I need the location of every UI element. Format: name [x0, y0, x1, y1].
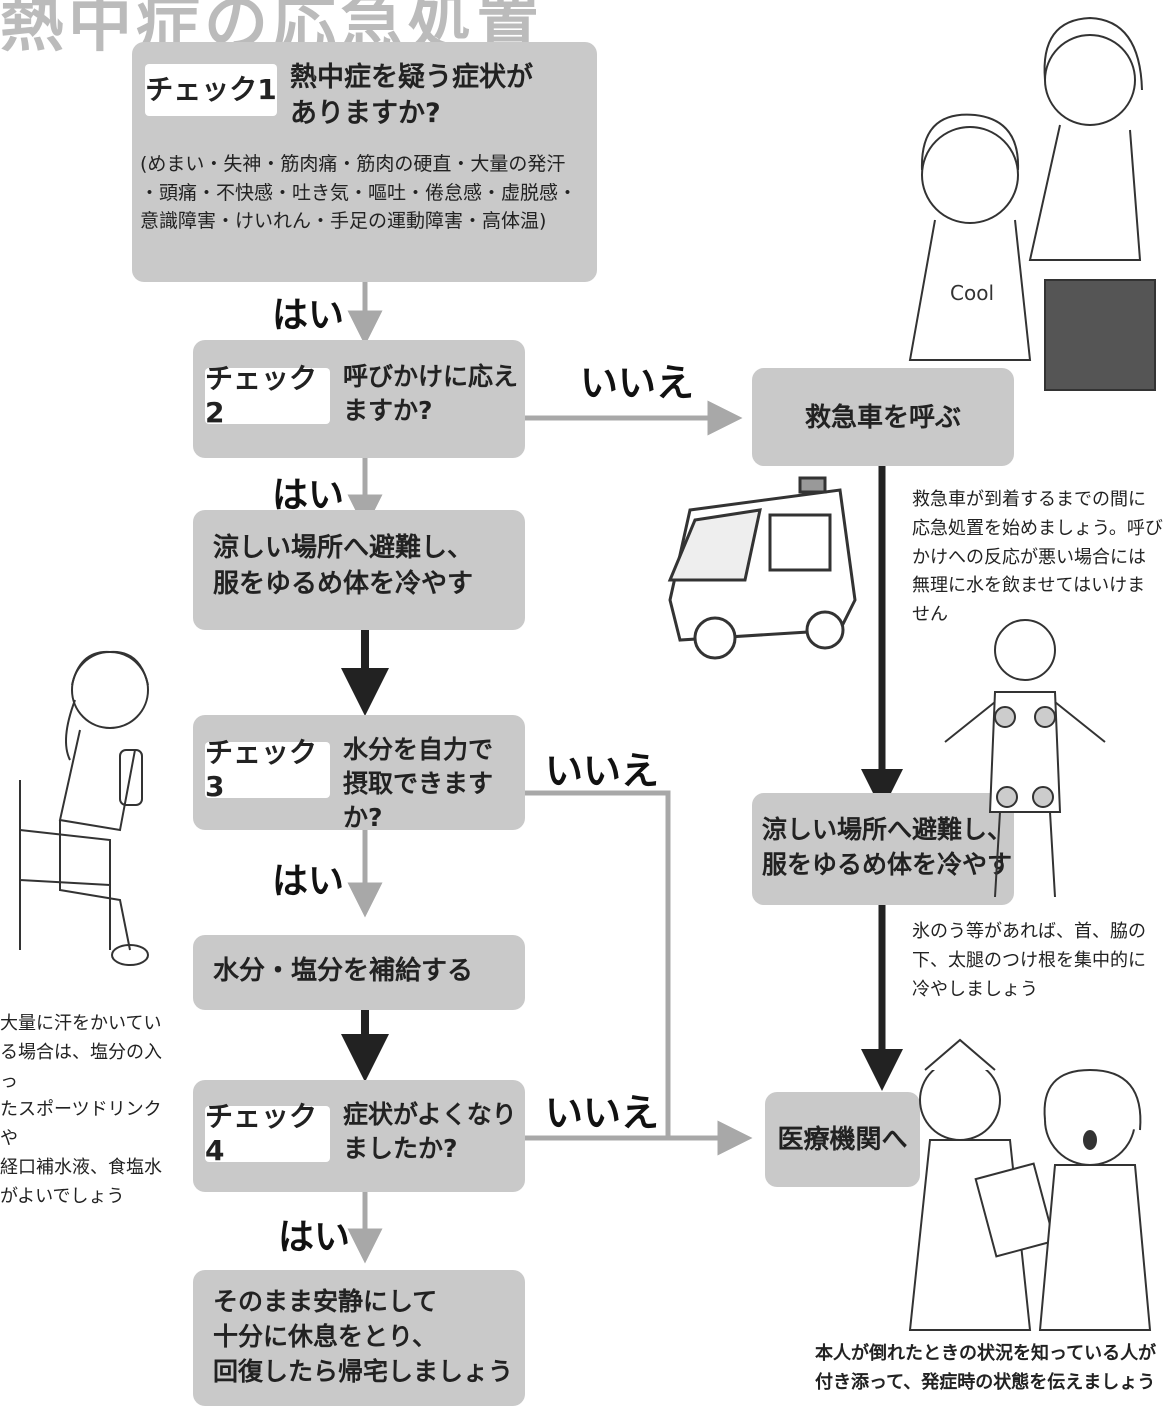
- check1-symptoms: (めまい・失神・筋肉痛・筋肉の硬直・大量の発汗 ・頭痛・不快感・吐き気・嘔吐・倦…: [140, 153, 578, 232]
- yes-label-2: はい: [272, 475, 345, 516]
- check4-label: チェック4: [205, 1100, 330, 1167]
- cool-left-box: [193, 510, 525, 630]
- nurse-and-patient-illustration: [908, 1038, 1152, 1331]
- cool-right-box: [752, 793, 1014, 905]
- hospital-box: [765, 1092, 920, 1187]
- yes-label-1: はい: [272, 295, 345, 336]
- check1-question: 熱中症を疑う症状が ありますか?: [290, 62, 533, 130]
- check3-question: 水分を自力で 摂取できますか?: [343, 735, 494, 832]
- no-label-4: いいえ: [545, 1091, 660, 1135]
- girl-drinking-illustration: [19, 650, 149, 966]
- arrow-no-3-line: [525, 790, 671, 1138]
- ambulance-box: [752, 368, 1014, 466]
- ambulance-text: 救急車を呼ぶ: [804, 403, 961, 433]
- woman-helping-girl-illustration: Cool: [908, 16, 1156, 391]
- ambulance-note: 救急車が到着するまでの間に 応急処置を始めましょう。呼び かけへの反応が悪い場合…: [912, 489, 1163, 626]
- rest-text: そのまま安静にして 十分に休息をとり、 回復したら帰宅しましょう: [213, 1287, 514, 1386]
- check4-question: 症状がよくなり ましたか?: [343, 1100, 517, 1163]
- check2-label: チェック2: [205, 362, 330, 429]
- no-label-2: いいえ: [580, 361, 695, 405]
- hydrate-text: 水分・塩分を補給する: [213, 956, 474, 986]
- cool-left-text: 涼しい場所へ避難し、 服をゆるめ体を冷やす: [213, 533, 474, 600]
- check1-label: チェック1: [145, 64, 277, 116]
- cool-right-text: 涼しい場所へ避難し、 服をゆるめ体を冷やす: [762, 815, 1013, 879]
- no-label-3: いいえ: [545, 749, 660, 793]
- hydrate-box: [193, 935, 525, 1010]
- shirt-logo: Cool: [950, 281, 994, 305]
- check2-question: 呼びかけに応え ますか?: [343, 362, 519, 425]
- sweat-note: 大量に汗をかいてい る場合は、塩分の入っ たスポーツドリンクや 経口補水液、食塩…: [0, 1013, 162, 1207]
- check3-label: チェック3: [205, 736, 330, 803]
- ambulance-illustration: [667, 476, 857, 660]
- hospital-text: 医療機関へ: [777, 1125, 908, 1155]
- yes-label-4: はい: [278, 1217, 351, 1258]
- body-cooling-illustration: [944, 619, 1106, 898]
- hospital-note: 本人が倒れたときの状況を知っている人が 付き添って、発症時の状態を伝えましょう: [815, 1343, 1157, 1393]
- yes-label-3: はい: [272, 861, 345, 902]
- rest-box: [193, 1270, 525, 1406]
- ice-note: 氷のう等があれば、首、脇の 下、太腿のつけ根を集中的に 冷やしましょう: [912, 921, 1146, 1000]
